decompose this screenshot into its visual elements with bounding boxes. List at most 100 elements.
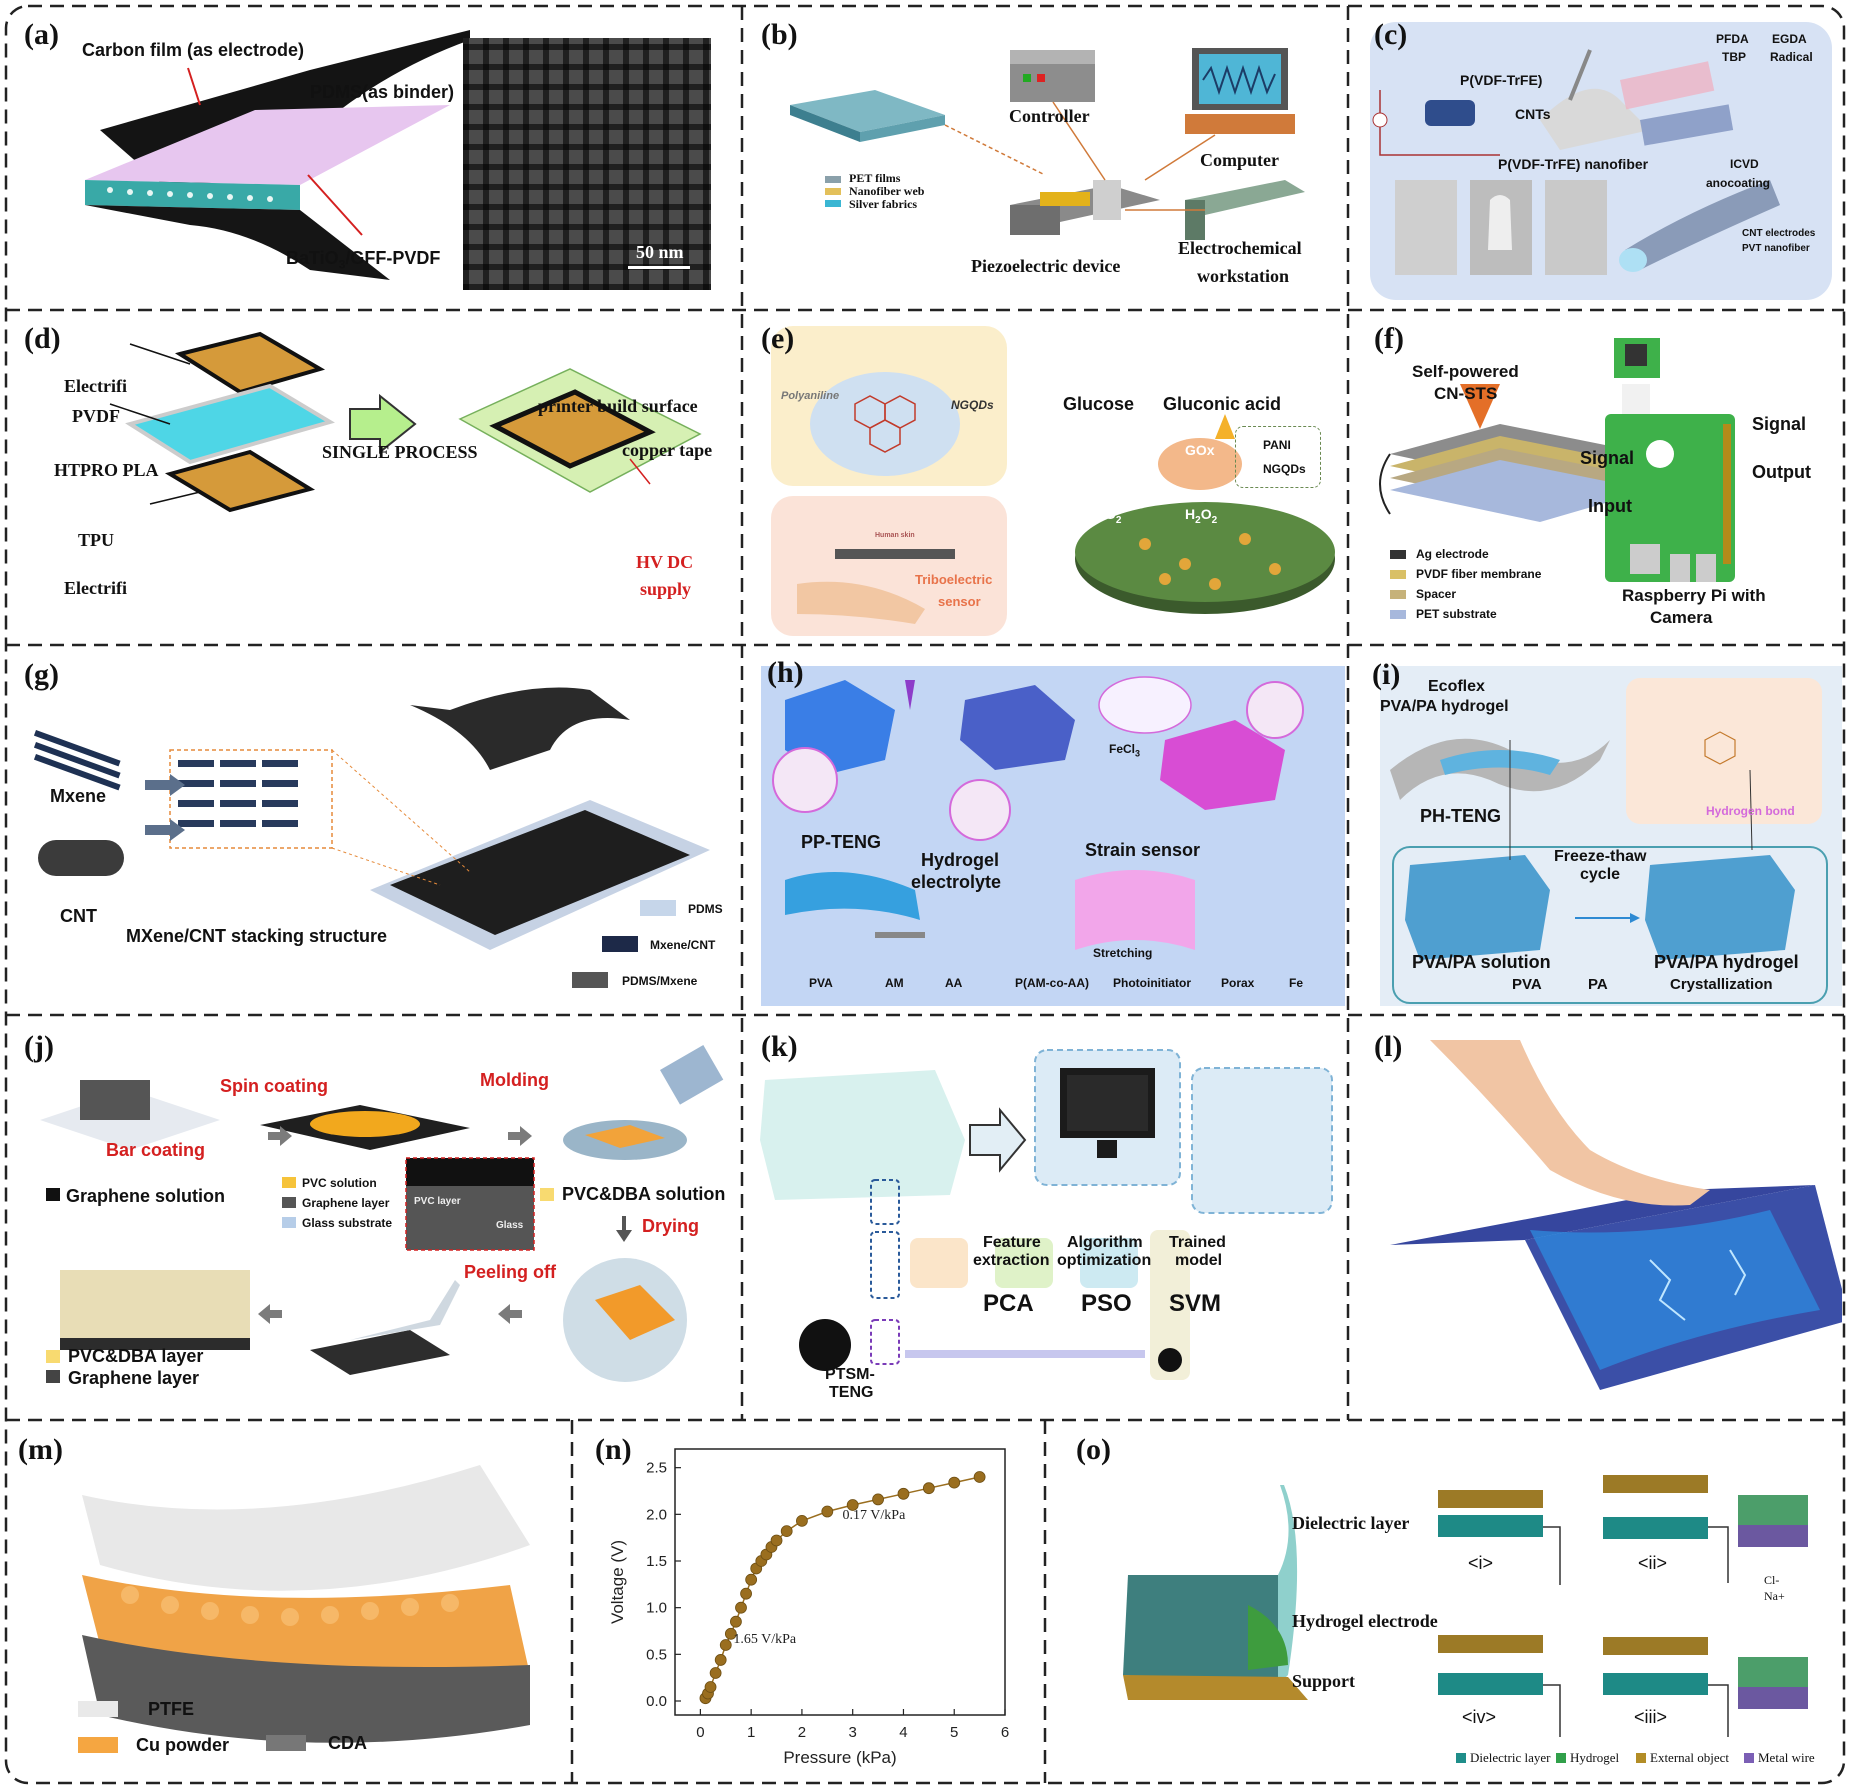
crystallization-label: Crystallization: [1670, 976, 1773, 993]
extraction-label: extraction: [973, 1252, 1050, 1269]
molding-label: Molding: [480, 1070, 549, 1090]
panel-a: (a) Carbon film (as electrode) PDMS(as b…: [10, 10, 740, 308]
electrolyte-label: electrolyte: [911, 872, 1002, 892]
hv-dc-label: HV DC: [636, 552, 694, 572]
cda-label: CDA: [328, 1733, 367, 1753]
anocoating-label: anocoating: [1706, 176, 1771, 190]
x-tick-label: 1: [747, 1724, 755, 1741]
sensor-label: sensor: [938, 594, 981, 609]
tbp-label: TBP: [1722, 50, 1746, 64]
ag-electrode-label: Ag electrode: [1416, 547, 1489, 561]
x-tick-label: 3: [849, 1724, 857, 1741]
support-label: Support: [1292, 1671, 1356, 1691]
data-point: [973, 1471, 986, 1483]
layered-film-illustration: [85, 30, 470, 280]
camera-label: Camera: [1650, 608, 1713, 627]
cu-powder-label: Cu powder: [136, 1735, 229, 1755]
scale-label: 50 nm: [636, 242, 684, 262]
fecl3-label: FeCl3: [1109, 742, 1141, 759]
panel-a-label: (a): [24, 18, 59, 51]
data-point: [821, 1505, 834, 1518]
legend-aa: AA: [945, 976, 963, 990]
cnt-electrodes-label: CNT electrodes: [1742, 228, 1816, 239]
panel-i: (i) Ecoflex PVA/PA hydrogel PH-TENG Hydr…: [1350, 650, 1842, 1012]
computer-label: Computer: [1200, 150, 1279, 170]
icvd-label: ICVD: [1730, 157, 1759, 171]
glass-substrate-label: Glass substrate: [302, 1216, 393, 1230]
question-mark: ?: [1274, 1350, 1284, 1367]
pvdf-nanofiber-label: P(VDF-TrFE) nanofiber: [1498, 156, 1649, 172]
legend-pam: P(AM-co-AA): [1015, 976, 1089, 990]
pvc-dba-layer-label: PVC&DBA layer: [68, 1346, 204, 1366]
electrospinning-illustration: [1372, 49, 1780, 275]
graphene-solution-label: Graphene solution: [66, 1186, 226, 1206]
silver-fabrics-label: Silver fabrics: [849, 197, 918, 211]
panel-i-label: (i): [1372, 658, 1401, 691]
legend-fe: Fe: [1289, 976, 1304, 990]
fabrication-steps-illustration: [40, 1044, 724, 1383]
electrifi-bottom-label: Electrifi: [64, 578, 127, 598]
data-point: [709, 1667, 722, 1679]
legend-dielectric: Dielectric layer: [1470, 1750, 1551, 1765]
y-tick-label: 2.0: [646, 1506, 667, 1523]
feature-label: Feature: [983, 1234, 1041, 1251]
gluconic-acid-label: Gluconic acid: [1163, 394, 1282, 414]
pvt-nanofiber-label: PVT nanofiber: [1742, 243, 1810, 254]
algorithm-label: Algorithm: [1067, 1234, 1143, 1251]
glass-label: Glass: [496, 1220, 524, 1231]
data-point: [948, 1476, 961, 1489]
legend-box: [1235, 426, 1321, 488]
polyaniline-label: Polyaniline: [781, 390, 840, 402]
glucose-label: Glucose: [1063, 394, 1135, 414]
cl-label: Cl-: [1764, 1573, 1780, 1587]
pso-label: PSO: [1081, 1290, 1132, 1317]
touch-illustration: [1390, 1040, 1842, 1390]
scale-bar: [628, 266, 690, 269]
panel-f: (f) Self-powered CN-STS Signal Input Sig…: [1350, 314, 1842, 642]
human-skin-label: Human skin: [875, 532, 915, 539]
gox-label: GOx: [1185, 442, 1215, 458]
freeze-thaw-label: Freeze-thaw: [1554, 848, 1647, 865]
signal-input-top-label: Signal: [1580, 448, 1635, 468]
single-process-label: SINGLE PROCESS: [322, 442, 478, 462]
model-label: model: [1175, 1252, 1223, 1269]
data-point: [922, 1482, 935, 1495]
panel-b-label: (b): [761, 18, 798, 51]
strain-sensor-label: Strain sensor: [1085, 840, 1201, 860]
data-point: [780, 1525, 793, 1538]
panel-d-label: (d): [24, 322, 61, 355]
stretching-label: Stretching: [1093, 946, 1153, 960]
panel-f-label: (f): [1374, 322, 1404, 355]
stack-structure-label: MXene/CNT stacking structure: [126, 926, 388, 946]
pani-label: PANI: [1263, 438, 1291, 452]
freeze-thaw-illustration: [1390, 731, 1795, 960]
teng-label: TENG: [829, 1384, 874, 1401]
piezo-setup-illustration: [790, 48, 1305, 240]
pfda-label: PFDA: [1716, 32, 1749, 46]
panel-n-label: (n): [595, 1433, 632, 1466]
panel-h-label: (h): [767, 656, 804, 689]
data-point: [745, 1573, 758, 1586]
legend-photo: Photoinitiator: [1113, 976, 1191, 990]
mxene-cnt-legend-label: Mxene/CNT: [650, 938, 716, 952]
hydrogel-electrode-illustration: [1123, 1475, 1808, 1763]
mxene-cnt-illustration: [33, 687, 710, 988]
panel-e-label: (e): [761, 322, 795, 355]
spin-coating-label: Spin coating: [220, 1076, 328, 1096]
layer-stack-illustration: [78, 1465, 530, 1753]
x-tick-label: 0: [696, 1724, 704, 1741]
pvc-solution-label: PVC solution: [302, 1176, 377, 1190]
na-label: Na+: [1764, 1589, 1785, 1603]
panel-m-label: (m): [18, 1433, 63, 1466]
x-tick-label: 5: [950, 1724, 958, 1741]
copper-tape-label: copper tape: [622, 440, 713, 460]
x-axis-label: Pressure (kPa): [783, 1748, 896, 1767]
cycle-label: cycle: [1580, 866, 1621, 883]
cnt-label: CNT: [60, 906, 97, 926]
pvc-layer-label: PVC layer: [414, 1196, 461, 1207]
panel-j: (j) Spin coating Molding Bar coating Gra…: [10, 1020, 740, 1418]
legend-pva: PVA: [809, 976, 833, 990]
pvdf-label: PVDF: [72, 406, 120, 426]
hydrogel-illustration: [772, 676, 1304, 950]
